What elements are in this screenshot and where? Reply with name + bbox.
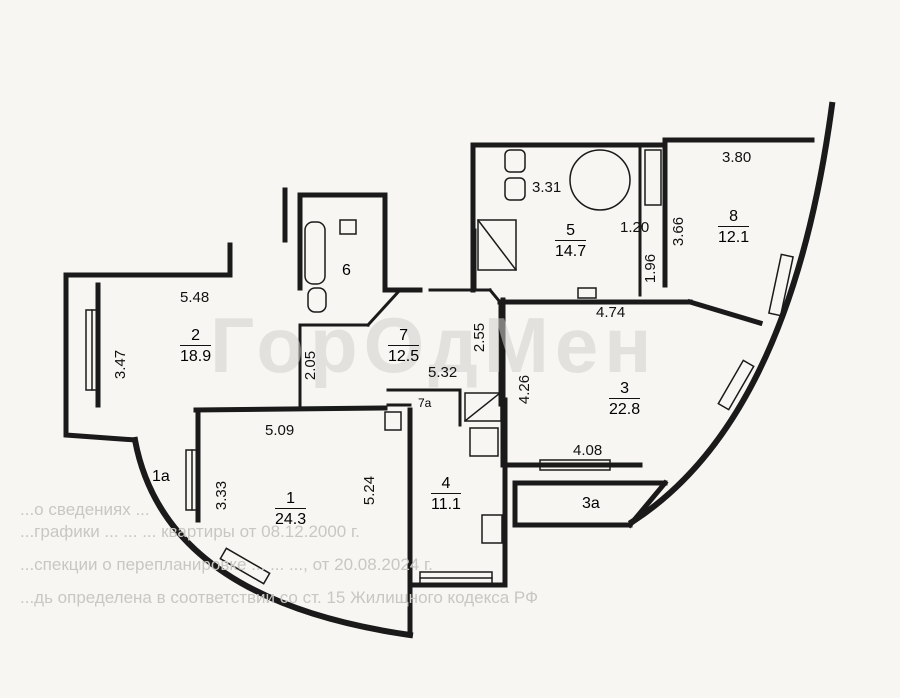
room-5: 5 14.7 xyxy=(555,222,587,261)
dimension-5-24: 5.24 xyxy=(361,475,379,506)
room-area: 22.8 xyxy=(609,398,641,419)
fixtures xyxy=(304,149,662,544)
watermark: ГорОдМен xyxy=(210,301,658,389)
room-number: 3 xyxy=(620,380,630,397)
room-7: 7 12.5 xyxy=(388,327,420,366)
room-number: 2 xyxy=(191,327,201,344)
room-area: 11.1 xyxy=(431,493,461,514)
room-1a: 1а xyxy=(152,468,170,486)
dimension-5-09: 5.09 xyxy=(265,422,295,439)
room-3: 3 22.8 xyxy=(609,380,641,419)
dimension-2-05: 2.05 xyxy=(302,350,320,381)
room-7a: 7а xyxy=(418,396,431,410)
faint-text-line-4: ...дь определена в соответствии со ст. 1… xyxy=(20,588,538,607)
curved-facade-right xyxy=(627,101,836,527)
dimension-4-08: 4.08 xyxy=(573,442,603,459)
windows xyxy=(85,253,794,585)
dimension-3-80: 3.80 xyxy=(722,149,752,166)
curved-facade-bottom xyxy=(131,436,414,639)
dimension-2-55: 2.55 xyxy=(471,322,489,353)
outer-walls xyxy=(63,137,815,588)
dimension-4-26: 4.26 xyxy=(516,374,534,405)
dimension-5-48: 5.48 xyxy=(180,289,210,306)
interior-walls xyxy=(298,146,642,427)
dimension-1-20: 1.20 xyxy=(620,219,650,236)
room-1: 1 24.3 xyxy=(275,490,307,529)
faint-text-line-1: ...о сведениях ... xyxy=(20,500,150,519)
room-area: 24.3 xyxy=(275,508,307,529)
dimension-3-33: 3.33 xyxy=(213,480,231,511)
room-number: 7а xyxy=(418,396,432,410)
dimension-3-31: 3.31 xyxy=(532,179,562,196)
room-number: 3а xyxy=(582,495,600,512)
room-area: 12.5 xyxy=(388,345,420,366)
room-number: 4 xyxy=(441,475,451,492)
room-area: 14.7 xyxy=(555,240,587,261)
room-8: 8 12.1 xyxy=(718,208,750,247)
room-6: 6 xyxy=(342,262,351,280)
room-number: 6 xyxy=(342,262,351,279)
room-number: 5 xyxy=(566,222,576,239)
faint-text-line-3: ...спекции о перепланировке ... ... ...,… xyxy=(20,555,433,574)
room-area: 12.1 xyxy=(718,226,750,247)
dimension-1-96: 1.96 xyxy=(642,253,660,284)
room-4: 4 11.1 xyxy=(431,475,461,514)
room-2: 2 18.9 xyxy=(180,327,212,366)
faint-text-line-2: ...графики ... ... ... квартиры от 08.12… xyxy=(20,522,360,541)
dimension-4-74: 4.74 xyxy=(596,304,626,321)
dimension-3-47: 3.47 xyxy=(112,349,130,380)
dimension-3-66: 3.66 xyxy=(670,216,688,247)
room-number: 7 xyxy=(399,327,409,344)
room-number: 8 xyxy=(729,208,739,225)
room-number: 1а xyxy=(152,468,170,485)
dimension-5-32: 5.32 xyxy=(428,364,458,381)
room-number: 1 xyxy=(286,490,296,507)
room-3a: 3а xyxy=(582,495,600,513)
room-area: 18.9 xyxy=(180,345,212,366)
